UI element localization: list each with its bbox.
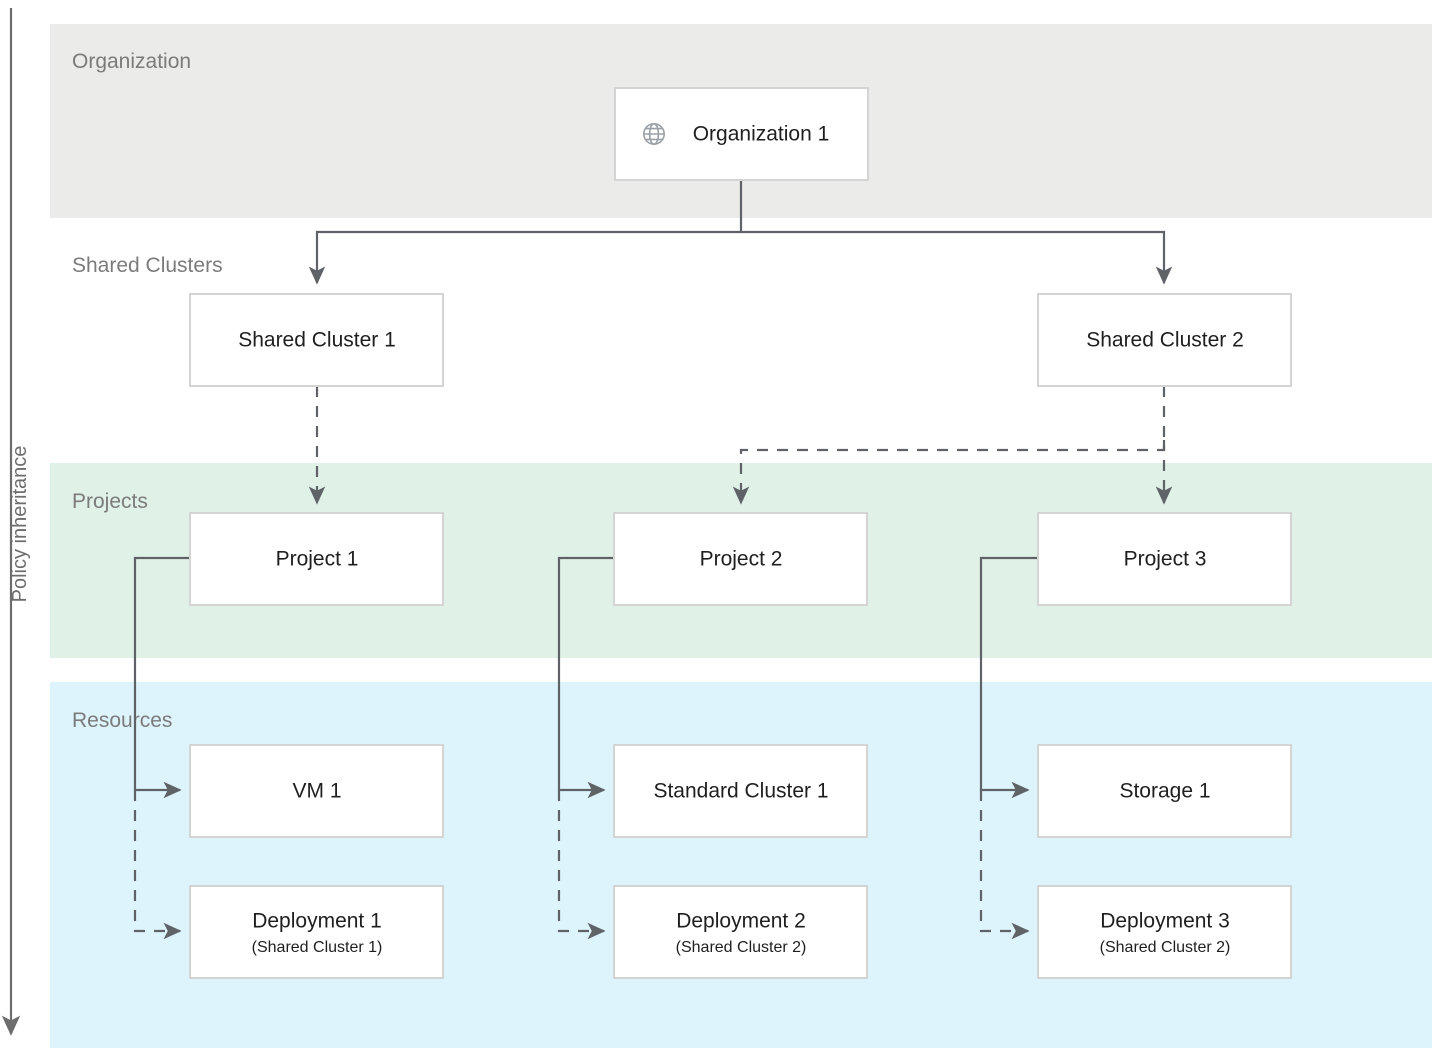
node-project-2-box[interactable] xyxy=(613,512,868,606)
node-shared-cluster-2[interactable]: Shared Cluster 2 xyxy=(1037,293,1292,387)
edge-project-1-to-deployment-1 xyxy=(133,790,182,940)
node-deployment-2-label: Deployment 2 xyxy=(676,910,806,933)
node-deployment-2-sublabel: (Shared Cluster 2) xyxy=(676,939,807,956)
policy-inheritance-axis: Policy inheritance xyxy=(1,8,31,1036)
node-standard-cluster-1[interactable]: Standard Cluster 1 xyxy=(613,744,868,838)
band-label-shared-clusters: Shared Clusters xyxy=(72,254,223,277)
band-resources-background xyxy=(50,682,1432,1048)
node-project-1-label: Project 1 xyxy=(276,548,359,571)
node-shared-cluster-1-label: Shared Cluster 1 xyxy=(238,329,396,352)
node-deployment-3[interactable]: Deployment 3 (Shared Cluster 2) xyxy=(1037,885,1292,979)
node-shared-cluster-1[interactable]: Shared Cluster 1 xyxy=(189,293,444,387)
edge-shared-clusters-to-projects xyxy=(308,386,1173,505)
node-project-1-box[interactable] xyxy=(189,512,444,606)
node-deployment-3-box[interactable] xyxy=(1037,885,1292,979)
node-project-3-label: Project 3 xyxy=(1124,548,1207,571)
node-project-3-box[interactable] xyxy=(1037,512,1292,606)
globe-icon xyxy=(643,123,665,145)
node-deployment-2[interactable]: Deployment 2 (Shared Cluster 2) xyxy=(613,885,868,979)
edge-organization-to-shared-clusters xyxy=(308,179,1173,285)
edge-project-2-to-deployment-2 xyxy=(557,790,606,940)
edge-project-3-to-deployment-3 xyxy=(979,790,1030,940)
edge-project-2-to-resources xyxy=(557,556,614,940)
node-deployment-1-label: Deployment 1 xyxy=(252,910,382,933)
node-deployment-3-sublabel: (Shared Cluster 2) xyxy=(1100,939,1231,956)
node-storage-1[interactable]: Storage 1 xyxy=(1037,744,1292,838)
node-shared-cluster-1-box[interactable] xyxy=(189,293,444,387)
node-deployment-1-box[interactable] xyxy=(189,885,444,979)
node-organization-1[interactable]: Organization 1 xyxy=(614,87,869,181)
node-standard-cluster-1-box[interactable] xyxy=(613,744,868,838)
edge-project-3-to-storage-1 xyxy=(979,556,1038,799)
node-deployment-2-box[interactable] xyxy=(613,885,868,979)
node-standard-cluster-1-label: Standard Cluster 1 xyxy=(653,780,828,803)
band-label-resources: Resources xyxy=(72,709,172,732)
node-vm-1-box[interactable] xyxy=(189,744,444,838)
edge-project-3-to-resources xyxy=(979,556,1038,940)
node-storage-1-label: Storage 1 xyxy=(1119,780,1210,803)
node-project-2[interactable]: Project 2 xyxy=(613,512,868,606)
band-shared-clusters: Shared Clusters xyxy=(72,254,223,277)
node-storage-1-box[interactable] xyxy=(1037,744,1292,838)
node-vm-1-label: VM 1 xyxy=(292,780,341,803)
node-shared-cluster-2-box[interactable] xyxy=(1037,293,1292,387)
node-deployment-3-label: Deployment 3 xyxy=(1100,910,1230,933)
node-deployment-1-sublabel: (Shared Cluster 1) xyxy=(252,939,383,956)
edge-project-1-to-vm-1 xyxy=(133,556,190,799)
band-label-organization: Organization xyxy=(72,50,191,73)
edge-project-2-to-standard-cluster-1 xyxy=(557,556,614,799)
node-project-2-label: Project 2 xyxy=(700,548,783,571)
band-resources: Resources xyxy=(50,682,1432,1048)
node-shared-cluster-2-label: Shared Cluster 2 xyxy=(1086,329,1244,352)
node-vm-1[interactable]: VM 1 xyxy=(189,744,444,838)
node-organization-1-label: Organization 1 xyxy=(693,123,830,146)
edge-project-1-to-resources xyxy=(133,556,190,940)
node-project-1[interactable]: Project 1 xyxy=(189,512,444,606)
edge-org-to-shared-cluster-1 xyxy=(308,179,743,285)
node-deployment-1[interactable]: Deployment 1 (Shared Cluster 1) xyxy=(189,885,444,979)
band-label-projects: Projects xyxy=(72,490,148,513)
node-project-3[interactable]: Project 3 xyxy=(1037,512,1292,606)
policy-inheritance-label: Policy inheritance xyxy=(9,446,31,603)
edge-org-to-shared-cluster-2 xyxy=(741,230,1173,285)
